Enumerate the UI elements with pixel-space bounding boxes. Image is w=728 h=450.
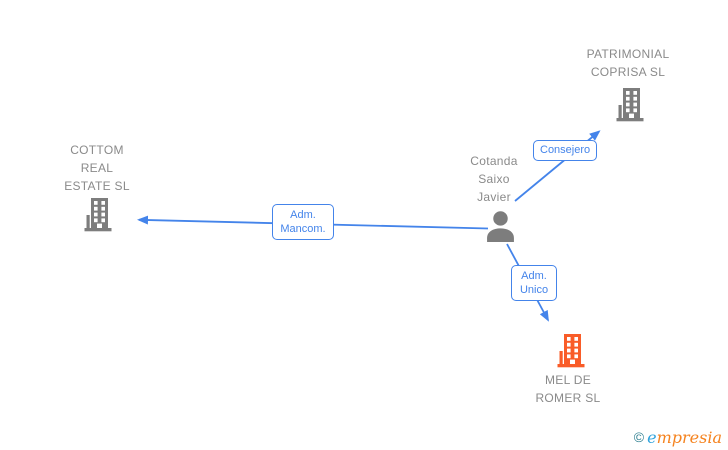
node-label-cottom: COTTOM REAL ESTATE SL <box>37 141 157 195</box>
building-icon <box>616 88 644 122</box>
node-label-cotanda: Cotanda Saixo Javier <box>444 152 544 206</box>
person-icon <box>487 211 514 242</box>
copyright-symbol: © <box>633 429 645 445</box>
node-label-patrimonial: PATRIMONIAL COPRISA SL <box>560 45 696 81</box>
node-label-line: PATRIMONIAL <box>586 47 670 61</box>
edge-label-text: Adm. <box>521 270 547 282</box>
node-label-line: Saixo <box>478 172 510 186</box>
edge-label-text: Unico <box>519 284 549 296</box>
node-label-line: COPRISA SL <box>590 65 666 79</box>
node-label-line: ESTATE SL <box>64 179 130 193</box>
node-label-line: COTTOM <box>70 143 124 157</box>
building-icon-highlighted <box>557 334 585 368</box>
edge-label-text: Adm. <box>290 209 316 221</box>
edge-label-consejero: Consejero <box>533 140 598 161</box>
edge-label-text: Consejero <box>540 144 591 156</box>
node-label-line: REAL <box>80 161 114 175</box>
empresia-logo[interactable]: ©empresia <box>634 428 722 447</box>
building-icon <box>84 198 112 232</box>
node-label-line: Cotanda <box>470 154 518 168</box>
brand-initial: e <box>647 428 657 447</box>
node-label-line: MEL DE <box>544 373 592 387</box>
edge-label-text: Mancom. <box>280 223 326 235</box>
edge-label-adm-mancom: Adm. Mancom. <box>272 204 334 240</box>
node-label-mel: MEL DE ROMER SL <box>508 371 628 407</box>
node-label-line: Javier <box>477 190 511 204</box>
edge-label-adm-unico: Adm. Unico <box>511 265 557 301</box>
node-label-line: ROMER SL <box>535 391 601 405</box>
brand-name: mpresia <box>656 428 722 447</box>
